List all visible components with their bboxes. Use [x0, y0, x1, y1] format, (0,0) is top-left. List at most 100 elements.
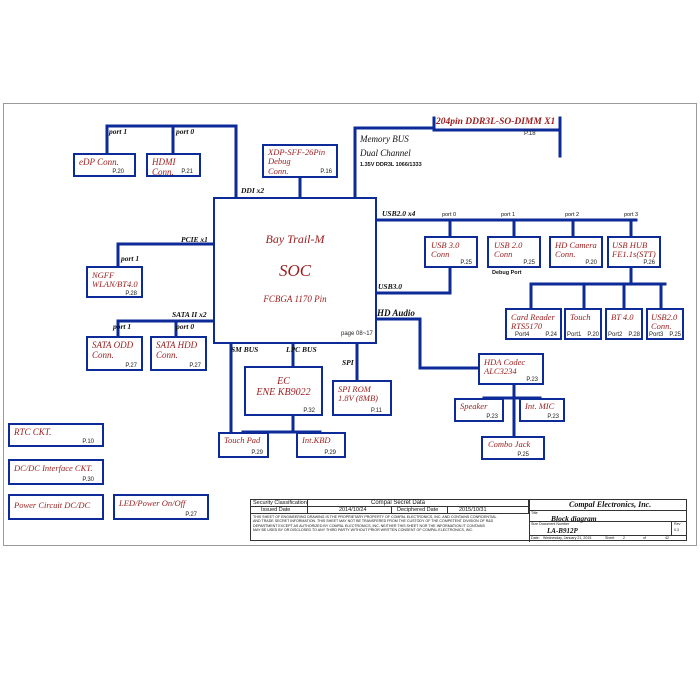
camera-port-label: port 2 — [565, 212, 580, 218]
memory-bus-wire — [353, 126, 436, 199]
card-reader-label: Card Reader RTS5170 — [511, 312, 555, 332]
usb2-hub-port: Port3 — [649, 332, 664, 338]
int-mic-page: P.23 — [547, 414, 559, 420]
security-value: Compal Secret Data — [371, 500, 426, 506]
ngff-block[interactable]: NGFF WLAN/BT4.0 P.28 — [86, 266, 143, 298]
touch-port: Port1 — [567, 332, 582, 338]
dimm-label: 204pin DDR3L-SO-DIMM X1 — [436, 117, 556, 127]
soc-block[interactable]: Bay Trail-M SOC FCBGA 1170 Pin page 08~1… — [213, 197, 377, 344]
ngff-page: P.28 — [125, 291, 137, 297]
touch-block[interactable]: Touch Port1 P.20 — [564, 308, 602, 340]
sata-bus-label: SATA II x2 — [172, 310, 207, 319]
hda-codec-block[interactable]: HDA Codec ALC3234 P.23 — [478, 353, 544, 385]
usb-hub-label: USB HUB FE1.1s(STT) — [612, 240, 656, 260]
usb3-bus-wire — [375, 266, 452, 295]
usb2-label: USB 2.0 Conn — [494, 240, 523, 260]
edp-conn-block[interactable]: eDP Conn. P.20 — [73, 153, 136, 177]
speaker-page: P.23 — [486, 414, 498, 420]
of-label: of — [643, 536, 646, 540]
ngff-label: NGFF WLAN/BT4.0 — [92, 270, 138, 290]
ec-page: P.32 — [303, 408, 315, 414]
dcdc-interface-block[interactable]: DC/DC Interface CKT. P.30 — [8, 459, 104, 485]
usb3-port-label: port 0 — [442, 212, 457, 218]
sheet-label: Sheet — [605, 536, 615, 540]
power-circuit-block[interactable]: Power Circuit DC/DC — [8, 494, 104, 520]
combo-jack-label: Combo Jack — [488, 439, 531, 449]
edp-port-label: port 1 — [109, 127, 128, 136]
deciphered-value: 2015/10/31 — [459, 507, 487, 513]
debug-port-label: Debug Port — [492, 270, 522, 276]
sata-odd-page: P.27 — [125, 363, 137, 369]
title-value: Block diagram — [551, 514, 597, 523]
spi-bus-label: SPI — [342, 358, 354, 367]
int-mic-label: Int. MIC — [525, 401, 555, 411]
int-kbd-label: Int.KBD — [302, 435, 331, 445]
date-label: Date: — [531, 536, 540, 540]
dcdc-label: DC/DC Interface CKT. — [14, 463, 93, 473]
int-mic-block[interactable]: Int. MIC P.23 — [519, 398, 565, 422]
spi-rom-label: SPI ROM 1.8V (8MB) — [338, 384, 378, 404]
soc-page: page 08~17 — [341, 331, 373, 337]
drawing-frame — [3, 103, 697, 546]
led-page: P.27 — [185, 512, 197, 518]
usb3-bus-label: USB3.0 — [378, 282, 402, 291]
ngff-port-label: port 1 — [121, 254, 140, 263]
date-value: Wednesday, January 21, 2015 — [543, 536, 592, 540]
led-power-block[interactable]: LED/Power On/Off P.27 — [113, 494, 209, 520]
led-label: LED/Power On/Off — [119, 498, 186, 508]
usb3-label: USB 3.0 Conn — [431, 240, 460, 260]
hda-label: HDA Codec ALC3234 — [484, 357, 526, 377]
spi-rom-page: P.11 — [370, 408, 382, 414]
usb2-conn-block[interactable]: USB 2.0 Conn P.25 — [487, 236, 541, 268]
hd-camera-label: HD Camera Conn. — [555, 240, 597, 260]
combo-jack-block[interactable]: Combo Jack P.25 — [481, 436, 545, 460]
sata-hdd-port-label: port 0 — [176, 322, 195, 331]
edp-label: eDP Conn. — [79, 157, 119, 167]
usb-hub-page: P.26 — [643, 260, 655, 266]
usb2-page: P.25 — [523, 260, 535, 266]
company-name: Compal Electronics, Inc. — [569, 500, 652, 509]
pcie-bus-label: PCIE x1 — [181, 235, 208, 244]
usb-hub-block[interactable]: USB HUB FE1.1s(STT) P.26 — [607, 236, 661, 268]
spi-rom-block[interactable]: SPI ROM 1.8V (8MB) P.11 — [332, 380, 392, 416]
ec-block[interactable]: EC ENE KB9022 P.32 — [244, 366, 323, 416]
xdp-debug-block[interactable]: XDP-SFF-26Pin Debug Conn. P.16 — [262, 144, 338, 178]
usb2-hub-conn-block[interactable]: USB2.0 Conn. Port3 P.25 — [646, 308, 684, 340]
touch-page: P.20 — [587, 332, 599, 338]
dimm-bracket — [432, 116, 562, 158]
card-reader-block[interactable]: Card Reader RTS5170 Port4 P.24 — [505, 308, 562, 340]
bt-block[interactable]: BT 4.0 Port2 P.28 — [605, 308, 643, 340]
memory-bus-label: Memory BUS — [360, 134, 409, 144]
sm-bus-label: SM BUS — [231, 345, 259, 354]
sata-hdd-block[interactable]: SATA HDD Conn. P.27 — [150, 336, 207, 371]
speaker-block[interactable]: Speaker P.23 — [454, 398, 504, 422]
sata-hdd-page: P.27 — [189, 363, 201, 369]
sata-odd-block[interactable]: SATA ODD Conn. P.27 — [86, 336, 143, 371]
title-block: Security Classification Compal Secret Da… — [250, 499, 687, 542]
touch-pad-block[interactable]: Touch Pad P.29 — [218, 432, 269, 458]
ec-label: EC ENE KB9022 — [256, 376, 311, 398]
rtc-block[interactable]: RTC CKT. P.10 — [8, 423, 104, 447]
usb2-hub-label: USB2.0 Conn. — [651, 312, 678, 332]
hd-camera-block[interactable]: HD Camera Conn. P.20 — [549, 236, 603, 268]
title-label: Title — [531, 511, 538, 515]
xdp-page: P.16 — [320, 169, 332, 175]
bt-label: BT 4.0 — [611, 312, 634, 322]
of-value: 42 — [665, 536, 669, 540]
docnum-label: Document Number — [539, 522, 570, 526]
sata-odd-port-label: port 1 — [113, 322, 132, 331]
hdmi-conn-block[interactable]: HDMI Conn. P.21 — [146, 153, 201, 177]
hd-audio-bus-label: HD Audio — [377, 308, 415, 318]
dual-channel-label: Dual Channel — [360, 148, 411, 158]
sheet-value: 2 — [623, 536, 625, 540]
deciphered-label: Deciphered Date — [397, 507, 439, 513]
security-label: Security Classification — [253, 500, 307, 506]
combo-jack-page: P.25 — [517, 452, 529, 458]
bt-page: P.28 — [628, 332, 640, 338]
card-reader-page: P.24 — [545, 332, 557, 338]
ddr-spec-label: 1.35V DDR3L 1066/1333 — [360, 162, 422, 168]
power-label: Power Circuit DC/DC — [14, 500, 91, 510]
int-kbd-block[interactable]: Int.KBD P.29 — [296, 432, 346, 458]
usb3-conn-block[interactable]: USB 3.0 Conn P.25 — [424, 236, 478, 268]
